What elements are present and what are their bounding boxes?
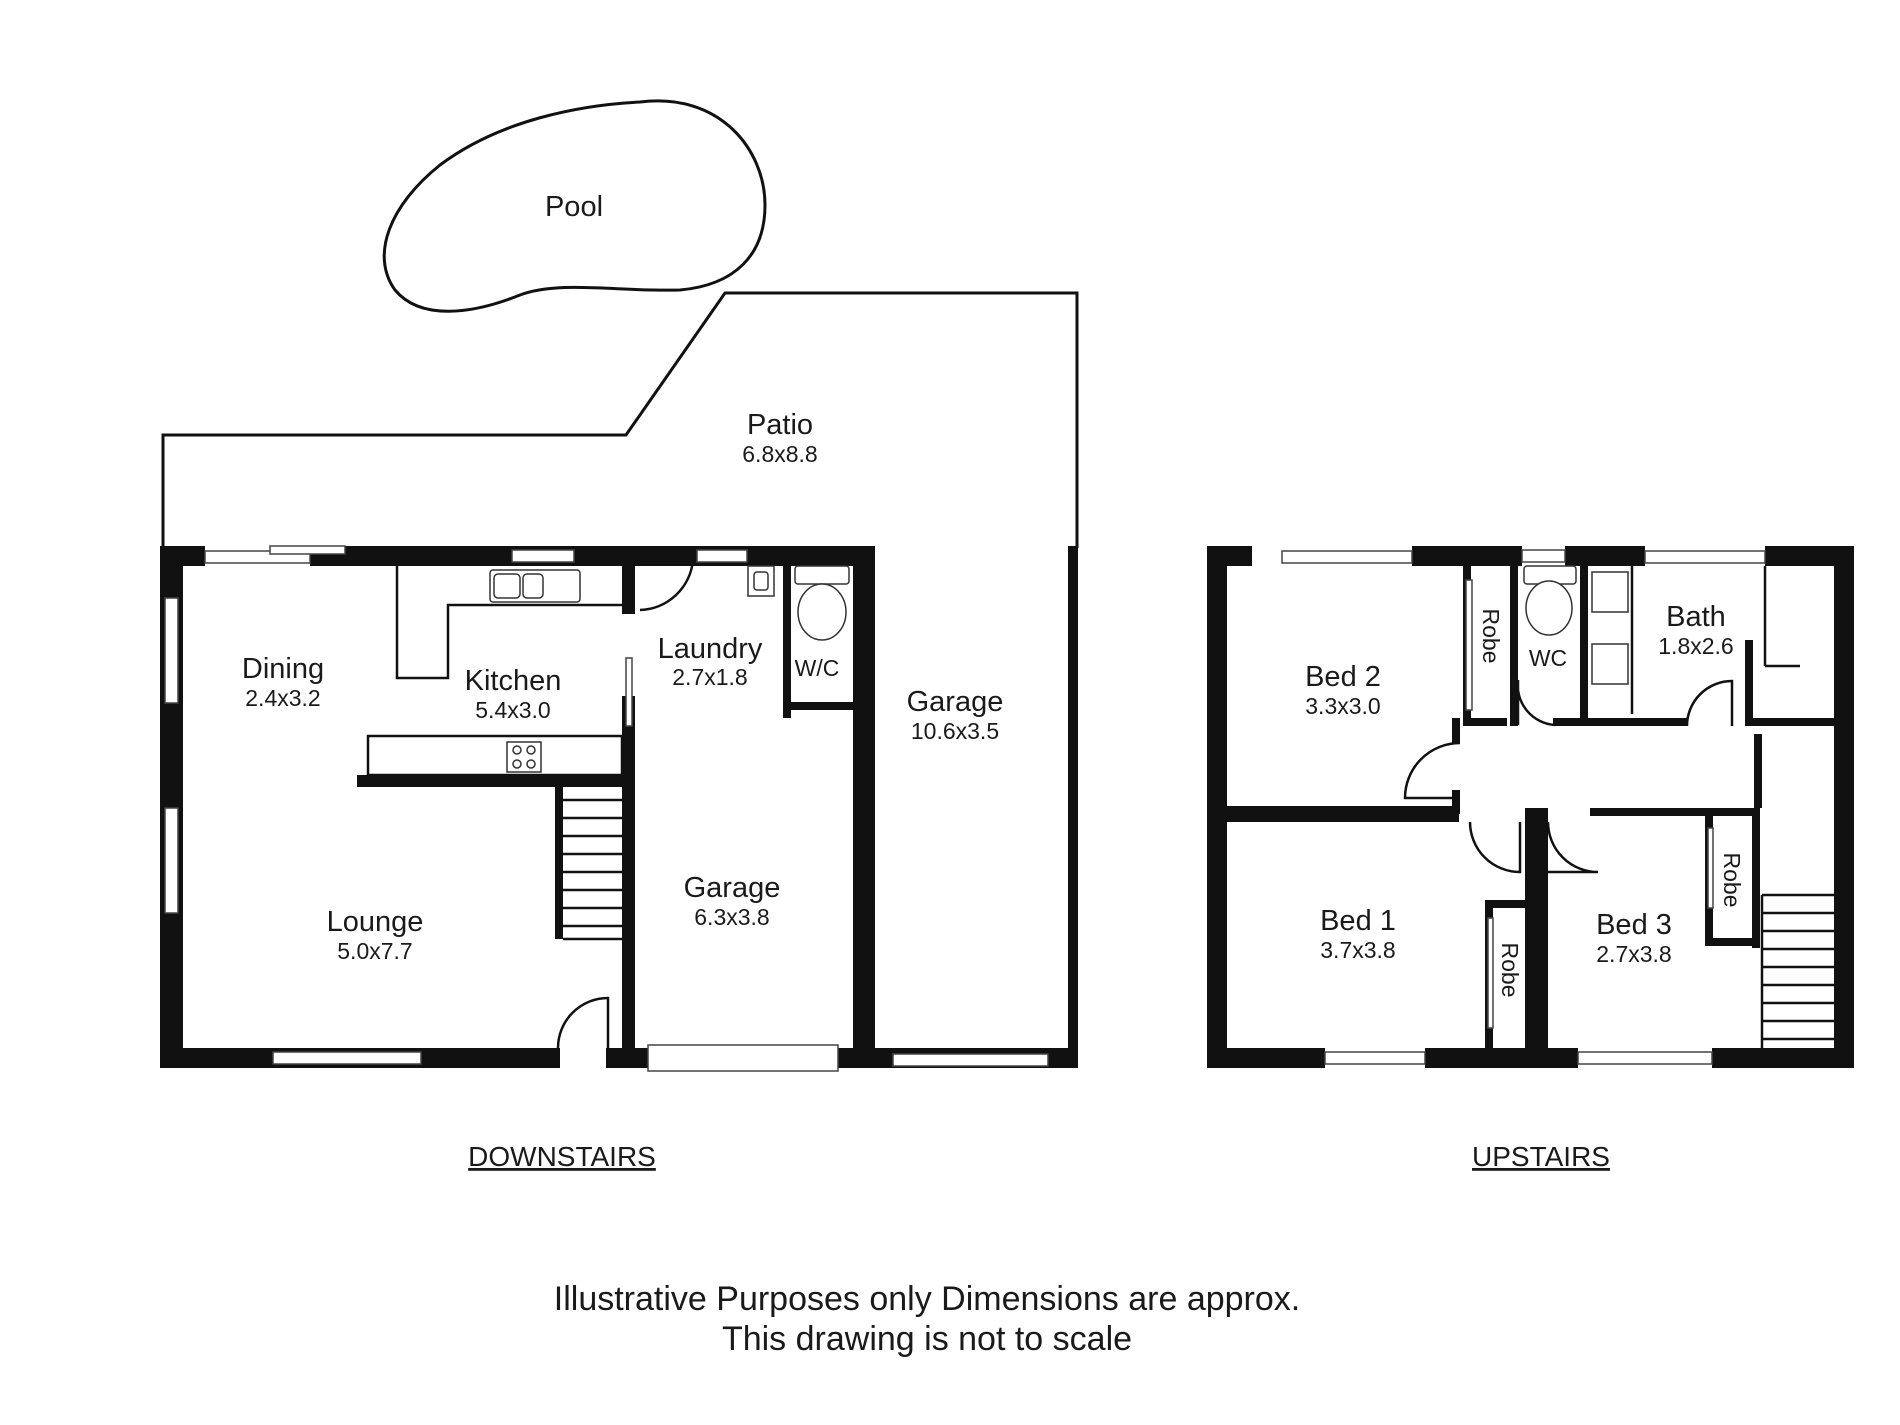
bed1-label: Bed 1 — [1320, 905, 1396, 937]
bed2-dimensions: 3.3x3.0 — [1305, 693, 1380, 719]
bed2-label: Bed 2 — [1305, 661, 1381, 693]
bed1-dimensions: 3.7x3.8 — [1320, 937, 1395, 963]
downstairs-windows — [164, 545, 1049, 1072]
laundry-wc-fixtures — [747, 565, 850, 641]
laundry-dimensions: 2.7x1.8 — [672, 664, 747, 690]
bath-label: Bath — [1666, 601, 1726, 633]
downstairs-floor-label: DOWNSTAIRS — [468, 1141, 656, 1172]
downstairs-doors — [556, 558, 695, 1049]
laundry-label: Laundry — [658, 633, 763, 665]
garage-large-dimensions: 10.6x3.5 — [911, 718, 999, 744]
bath-dimensions: 1.8x2.6 — [1658, 633, 1733, 659]
upstairs-fixtures — [1523, 565, 1800, 714]
robe-bed1-label: Robe — [1497, 943, 1523, 998]
patio-label: Patio — [747, 409, 813, 441]
upstairs-doors — [1403, 679, 1734, 874]
downstairs-stairs — [555, 787, 622, 941]
upstairs-stairs — [1760, 893, 1834, 1048]
lounge-dimensions: 5.0x7.7 — [337, 938, 412, 964]
robe-bed3-label: Robe — [1719, 853, 1745, 908]
wc-upstairs-label: WC — [1529, 645, 1567, 671]
pool-outline — [382, 99, 767, 313]
kitchen-fixtures — [366, 566, 624, 777]
garage-small-label: Garage — [684, 872, 781, 904]
bed3-label: Bed 3 — [1596, 909, 1672, 941]
garage-small-dimensions: 6.3x3.8 — [694, 904, 769, 930]
upstairs-walls — [1207, 546, 1854, 1068]
lounge-label: Lounge — [327, 906, 424, 938]
kitchen-dimensions: 5.4x3.0 — [475, 697, 550, 723]
disclaimer-line-1: Illustrative Purposes only Dimensions ar… — [554, 1280, 1300, 1318]
downstairs-walls — [160, 546, 1078, 1068]
dining-dimensions: 2.4x3.2 — [245, 685, 320, 711]
upstairs-floor-label: UPSTAIRS — [1472, 1141, 1610, 1172]
disclaimer-line-2: This drawing is not to scale — [722, 1320, 1132, 1358]
wc-downstairs-label: W/C — [795, 655, 840, 681]
patio-dimensions: 6.8x8.8 — [742, 441, 817, 467]
upstairs-windows — [1281, 549, 1766, 1065]
bed3-dimensions: 2.7x3.8 — [1596, 941, 1671, 967]
dining-label: Dining — [242, 653, 324, 685]
robe-bed2-label: Robe — [1478, 609, 1504, 664]
kitchen-label: Kitchen — [465, 665, 562, 697]
garage-large-label: Garage — [907, 686, 1004, 718]
pool-label: Pool — [545, 191, 603, 223]
patio-outline — [161, 291, 1079, 548]
